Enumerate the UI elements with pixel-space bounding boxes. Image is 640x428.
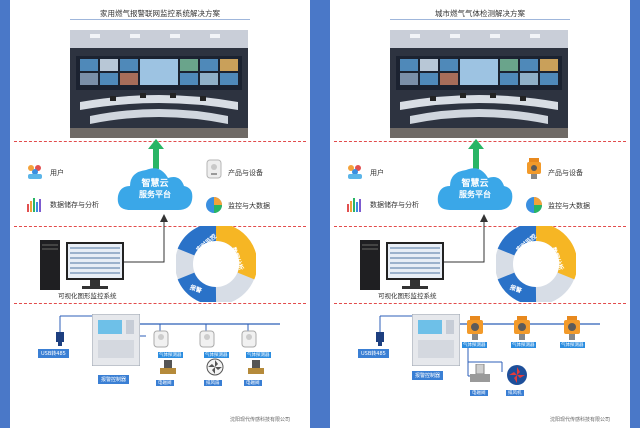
left-solution-panel: 家用燃气报警联网监控系统解决方案 智慧云 服务平台 用户 (10, 0, 310, 428)
alarm-controller-icon (412, 314, 460, 366)
gas-detector-label: 气体探测器 (246, 352, 271, 358)
legend-product: 产品与设备 (228, 169, 263, 177)
cloud-icon (437, 168, 513, 210)
device-label: 电磁阀 (470, 390, 488, 396)
alarm-controller-icon (92, 314, 140, 366)
feature-wheel (496, 226, 576, 302)
title-underline (70, 19, 250, 20)
section-divider (334, 141, 626, 142)
gas-detector-label: 气体探测器 (462, 342, 487, 348)
cloud-subtitle: 服务平台 (459, 190, 491, 199)
gas-detector-icon (199, 330, 215, 348)
device-label: 排风扇 (204, 380, 222, 386)
gas-detector-label: 气体探测器 (204, 352, 229, 358)
pie-chart-icon (526, 197, 542, 213)
users-icon (28, 165, 42, 179)
cloud-title: 智慧云 (141, 179, 169, 189)
controller-label: 报警控制器 (412, 371, 444, 380)
panel-title: 城市燃气气体检测解决方案 (435, 9, 525, 18)
bar-chart-icon (347, 198, 361, 212)
gas-detector-icon (241, 330, 257, 348)
legend-product: 产品与设备 (548, 169, 583, 177)
panel-title: 家用燃气报警联网监控系统解决方案 (100, 9, 220, 18)
industrial-gas-detector-icon (467, 316, 483, 340)
company-footer: 沈阳现代传感科技有限公司 (550, 417, 611, 423)
legend-storage: 数据储存与分析 (370, 201, 419, 209)
gas-detector-label: 气体探测器 (158, 352, 183, 358)
solenoid-valve-icon (160, 360, 176, 374)
gas-detector-label: 气体探测器 (511, 342, 536, 348)
controller-label: 报警控制器 (98, 375, 130, 384)
industrial-gas-detector-icon (514, 316, 530, 340)
legend-user: 用户 (50, 169, 64, 177)
gas-alarm-device-icon (206, 159, 222, 179)
gas-detector-label: 气体探测器 (560, 342, 585, 348)
company-footer: 沈阳现代传感科技有限公司 (230, 417, 291, 423)
upload-arrow-icon (148, 139, 164, 169)
usb-converter-label: USB转485 (38, 349, 69, 358)
cloud-icon (117, 168, 193, 210)
usb-converter-icon (56, 332, 64, 346)
section-divider (14, 141, 306, 142)
usb-converter-icon (376, 332, 384, 346)
monitoring-pc-icon (360, 240, 444, 290)
legend-user: 用户 (370, 169, 384, 177)
section-divider (14, 226, 306, 227)
legend-storage: 数据储存与分析 (50, 201, 99, 209)
users-icon (348, 165, 362, 179)
section-divider (334, 303, 626, 304)
industrial-gas-detector-icon (564, 316, 580, 340)
usb-converter-label: USB转485 (358, 349, 389, 358)
exhaust-fan-icon (206, 358, 224, 376)
pc-to-cloud-link (444, 214, 488, 263)
bar-chart-icon (27, 198, 41, 212)
control-room-photo (390, 30, 568, 138)
legend-monitor: 监控与大数据 (548, 202, 590, 210)
cloud-title: 智慧云 (461, 179, 489, 189)
solenoid-valve-icon (470, 364, 490, 382)
industrial-gas-detector-icon (527, 158, 541, 179)
control-room-photo (70, 30, 248, 138)
pc-label: 可视化图形监控系统 (378, 292, 437, 300)
monitoring-pc-icon (40, 240, 124, 290)
pc-to-cloud-link (124, 214, 168, 263)
pc-label: 可视化图形监控系统 (58, 292, 117, 300)
pie-chart-icon (206, 197, 222, 213)
feature-wheel (176, 226, 256, 302)
exhaust-blower-icon (507, 365, 527, 385)
cloud-subtitle: 服务平台 (139, 190, 171, 199)
device-label: 电磁阀 (156, 380, 174, 386)
section-divider (14, 303, 306, 304)
gas-detector-icon (153, 330, 169, 348)
video-wall (80, 59, 238, 85)
section-divider (334, 226, 626, 227)
upload-arrow-icon (468, 139, 484, 169)
solenoid-valve-icon (248, 360, 264, 374)
device-label: 排风机 (506, 390, 524, 396)
legend-monitor: 监控与大数据 (228, 202, 270, 210)
right-solution-panel: 城市燃气气体检测解决方案 智慧云 服务平台 用户 数据储存与 (330, 0, 630, 428)
title-underline (390, 19, 570, 20)
device-label: 电磁阀 (244, 380, 262, 386)
